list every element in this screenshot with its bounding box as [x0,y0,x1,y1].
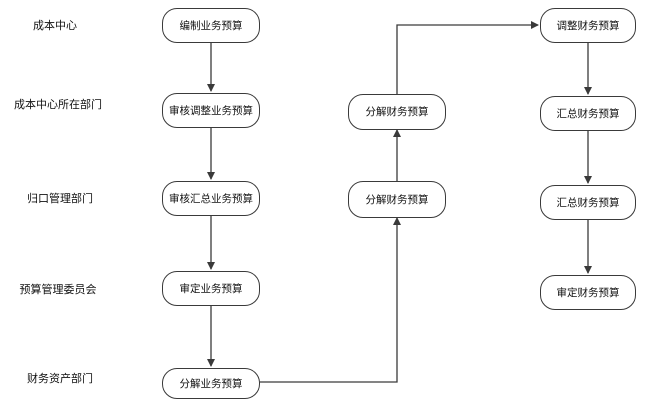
arrow-decompose-fin-to-adjust-fin [396,21,539,94]
lane-label-budget-committee: 预算管理委员会 [19,283,97,296]
node-approve-business-budget: 审定业务预算 [162,271,260,306]
node-review-summary-business-budget: 审核汇总业务预算 [162,181,260,216]
node-review-adjust-business-budget: 审核调整业务预算 [162,93,260,128]
node-decompose-financial-budget-lower: 分解财务预算 [348,181,446,218]
node-decompose-business-budget: 分解业务预算 [162,368,260,399]
lane-label-cost-center: 成本中心 [33,19,77,32]
lane-label-finance-asset-department: 财务资产部门 [27,372,93,385]
lane-label-responsible-department: 归口管理部门 [27,192,93,205]
node-summary-financial-budget-upper: 汇总财务预算 [540,96,636,131]
node-approve-financial-budget: 审定财务预算 [540,275,636,310]
node-adjust-financial-budget: 调整财务预算 [540,8,636,43]
lane-label-cost-center-department: 成本中心所在部门 [14,98,102,111]
node-decompose-financial-budget-upper: 分解财务预算 [348,94,446,130]
arrow-decompose-business-to-decompose-fin [260,217,401,383]
node-summary-financial-budget-lower: 汇总财务预算 [540,185,636,220]
node-compile-business-budget: 编制业务预算 [162,8,260,43]
